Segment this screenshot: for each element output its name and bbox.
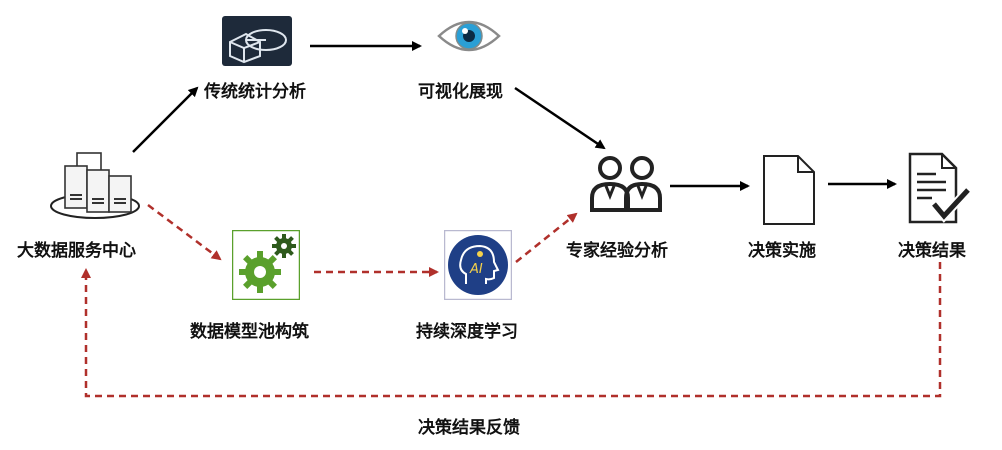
arrow-visual-to-expert (514, 86, 606, 150)
data-center-node (45, 150, 145, 226)
decision-impl-label: 决策实施 (748, 241, 816, 261)
decision-result-node (906, 152, 972, 228)
visualization-node (436, 14, 502, 62)
ai-head-icon: AI (443, 229, 513, 301)
deep-learning-node: AI (443, 229, 513, 304)
expert-analysis-label: 专家经验分析 (566, 241, 668, 261)
gears-icon (231, 229, 301, 301)
deep-learning-label: 持续深度学习 (416, 322, 518, 342)
feedback-label: 决策结果反馈 (418, 418, 520, 438)
model-pool-label: 数据模型池构筑 (190, 322, 309, 342)
arrow-learning-to-expert (515, 212, 578, 263)
server-cluster-icon (50, 152, 140, 219)
visualization-label: 可视化展现 (418, 82, 503, 102)
expert-analysis-node (588, 152, 666, 218)
pie-chart-icon (222, 16, 292, 66)
eye-icon (437, 20, 501, 52)
ai-badge-text: AI (469, 262, 483, 277)
traditional-stats-node (222, 16, 292, 70)
document-icon (763, 155, 815, 225)
model-pool-node (231, 229, 301, 304)
decision-impl-node (760, 154, 818, 230)
feedback-loop-arrow (81, 262, 942, 398)
people-icon (590, 156, 662, 212)
arrow-center-to-model (147, 204, 222, 261)
traditional-stats-label: 传统统计分析 (204, 82, 306, 102)
decision-result-label: 决策结果 (898, 241, 966, 261)
data-center-label: 大数据服务中心 (17, 241, 136, 261)
arrow-center-to-stats (132, 86, 199, 153)
checklist-icon (908, 152, 972, 224)
